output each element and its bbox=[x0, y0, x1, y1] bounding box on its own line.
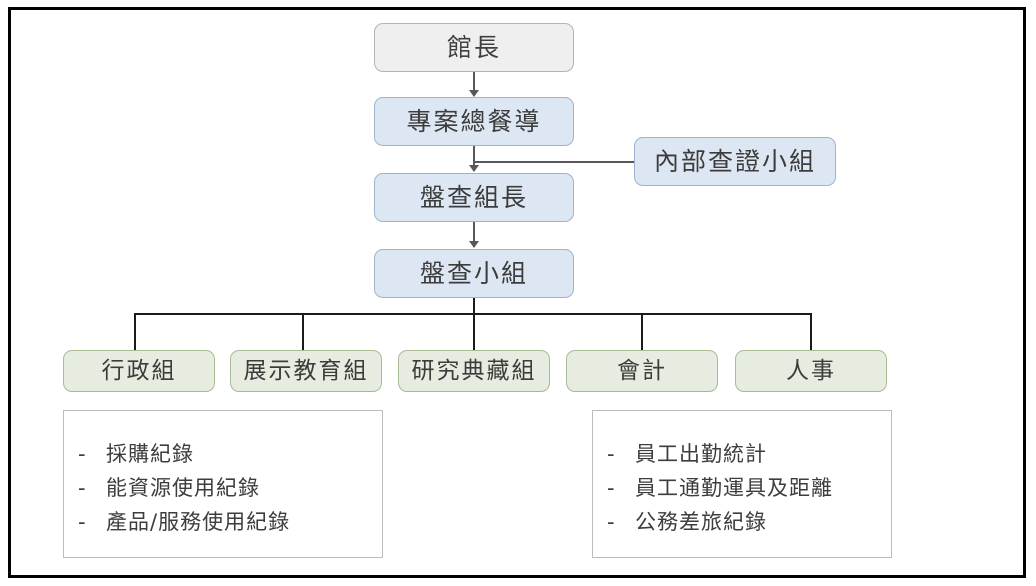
node-inventory-leader[interactable]: 盤查組長 bbox=[374, 173, 574, 222]
list-item: - 員工通勤運具及距離 bbox=[607, 471, 891, 505]
list-item-label: 產品/服務使用紀錄 bbox=[106, 510, 291, 535]
connector-director-to-supervisor bbox=[473, 72, 475, 96]
list-item: - 員工出勤統計 bbox=[607, 437, 891, 471]
arrow-inventory-leader bbox=[469, 165, 479, 172]
list-item-label: 公務差旅紀錄 bbox=[635, 510, 767, 535]
arrow-inventory-team bbox=[469, 241, 479, 248]
connector-leader-to-team bbox=[473, 222, 475, 247]
connector-bar-to-dept-4 bbox=[641, 313, 643, 351]
connector-bar-to-dept-5 bbox=[810, 313, 812, 351]
list-item: - 公務差旅紀錄 bbox=[607, 505, 891, 539]
list-item: - 能資源使用紀錄 bbox=[78, 471, 382, 505]
bullet-dash: - bbox=[78, 510, 87, 535]
node-department-research-collection[interactable]: 研究典藏組 bbox=[398, 350, 550, 392]
node-department-admin[interactable]: 行政組 bbox=[63, 350, 215, 392]
list-item: - 產品/服務使用紀錄 bbox=[78, 505, 382, 539]
node-department-exhibition-education[interactable]: 展示教育組 bbox=[230, 350, 382, 392]
node-project-supervisor[interactable]: 專案總餐導 bbox=[374, 97, 574, 146]
bullet-dash: - bbox=[607, 510, 616, 535]
connector-bar-to-dept-1 bbox=[134, 313, 136, 351]
bullet-dash: - bbox=[607, 476, 616, 501]
bullet-dash: - bbox=[607, 442, 616, 466]
personnel-records-box: - 員工出勤統計 - 員工通勤運具及距離 - 公務差旅紀錄 bbox=[592, 410, 892, 558]
list-item: - 採購紀錄 bbox=[78, 437, 382, 471]
bullet-dash: - bbox=[78, 442, 87, 466]
distribution-bar bbox=[134, 313, 811, 315]
list-item-label: 員工通勤運具及距離 bbox=[635, 476, 833, 501]
list-item-label: 能資源使用紀錄 bbox=[106, 476, 260, 501]
list-item-label: 員工出勤統計 bbox=[635, 442, 767, 466]
node-department-accounting[interactable]: 會計 bbox=[566, 350, 718, 392]
connector-verification-to-spine bbox=[474, 161, 634, 163]
arrow-supervisor bbox=[469, 90, 479, 97]
connector-team-to-bar bbox=[473, 298, 475, 315]
connector-bar-to-dept-2 bbox=[302, 313, 304, 351]
node-internal-verification[interactable]: 內部查證小組 bbox=[634, 137, 836, 186]
connector-bar-to-dept-3 bbox=[473, 313, 475, 351]
outer-frame bbox=[8, 7, 1026, 578]
node-inventory-team[interactable]: 盤查小組 bbox=[374, 249, 574, 298]
node-department-personnel[interactable]: 人事 bbox=[735, 350, 887, 392]
admin-records-box: - 採購紀錄 - 能資源使用紀錄 - 產品/服務使用紀錄 bbox=[63, 410, 383, 558]
connector-supervisor-to-leader bbox=[473, 146, 475, 171]
list-item-label: 採購紀錄 bbox=[106, 442, 194, 466]
node-director[interactable]: 館長 bbox=[374, 23, 574, 72]
bullet-dash: - bbox=[78, 476, 87, 501]
